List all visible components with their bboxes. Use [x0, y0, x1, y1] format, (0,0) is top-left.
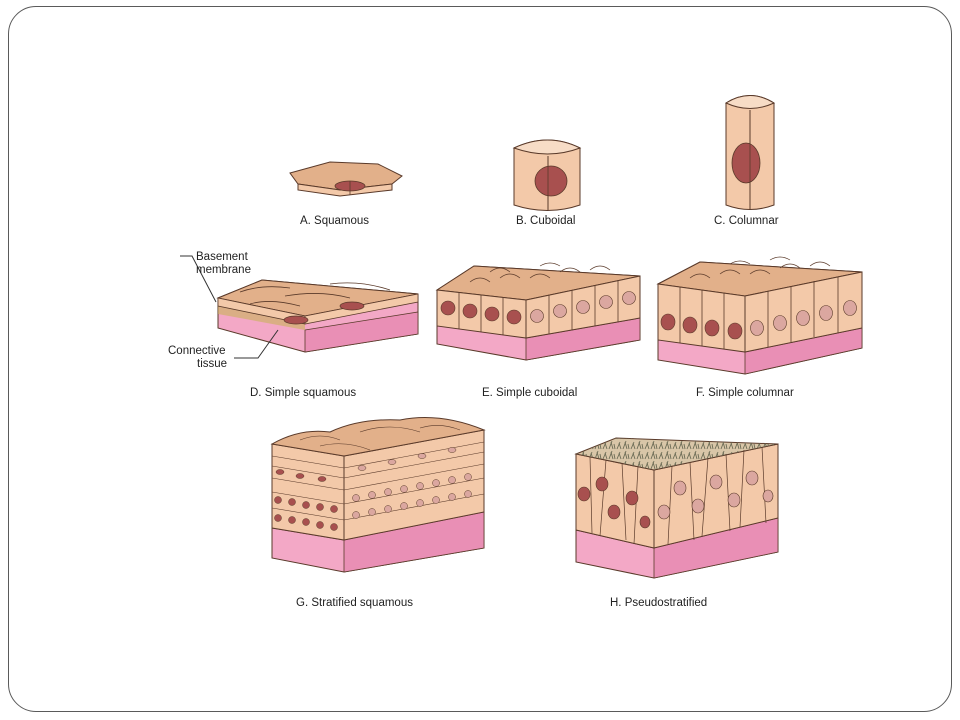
- label-columnar: C. Columnar: [714, 215, 779, 227]
- label-connective-1: Connective: [168, 345, 226, 357]
- label-stratified-squamous: G. Stratified squamous: [296, 597, 413, 609]
- label-basement-1: Basement: [196, 251, 249, 263]
- label-simple-cuboidal: E. Simple cuboidal: [482, 387, 577, 399]
- label-simple-columnar: F. Simple columnar: [696, 387, 794, 399]
- label-pseudostratified: H. Pseudostratified: [610, 597, 707, 609]
- label-cuboidal: B. Cuboidal: [516, 215, 575, 227]
- pseudostratified-block: [574, 437, 779, 579]
- simple-cuboidal-block: [435, 262, 641, 361]
- simple-columnar-block: [656, 256, 863, 375]
- cuboidal-cell: [512, 139, 582, 211]
- squamous-cell: [289, 161, 403, 197]
- label-connective-2: tissue: [197, 358, 227, 370]
- stratified-squamous-block: [270, 417, 486, 573]
- label-squamous: A. Squamous: [300, 215, 369, 227]
- label-basement-2: membrane: [196, 264, 251, 276]
- columnar-cell: [724, 95, 776, 210]
- callout-lines: [180, 255, 279, 359]
- simple-squamous-block: [216, 279, 419, 353]
- label-simple-squamous: D. Simple squamous: [250, 387, 356, 399]
